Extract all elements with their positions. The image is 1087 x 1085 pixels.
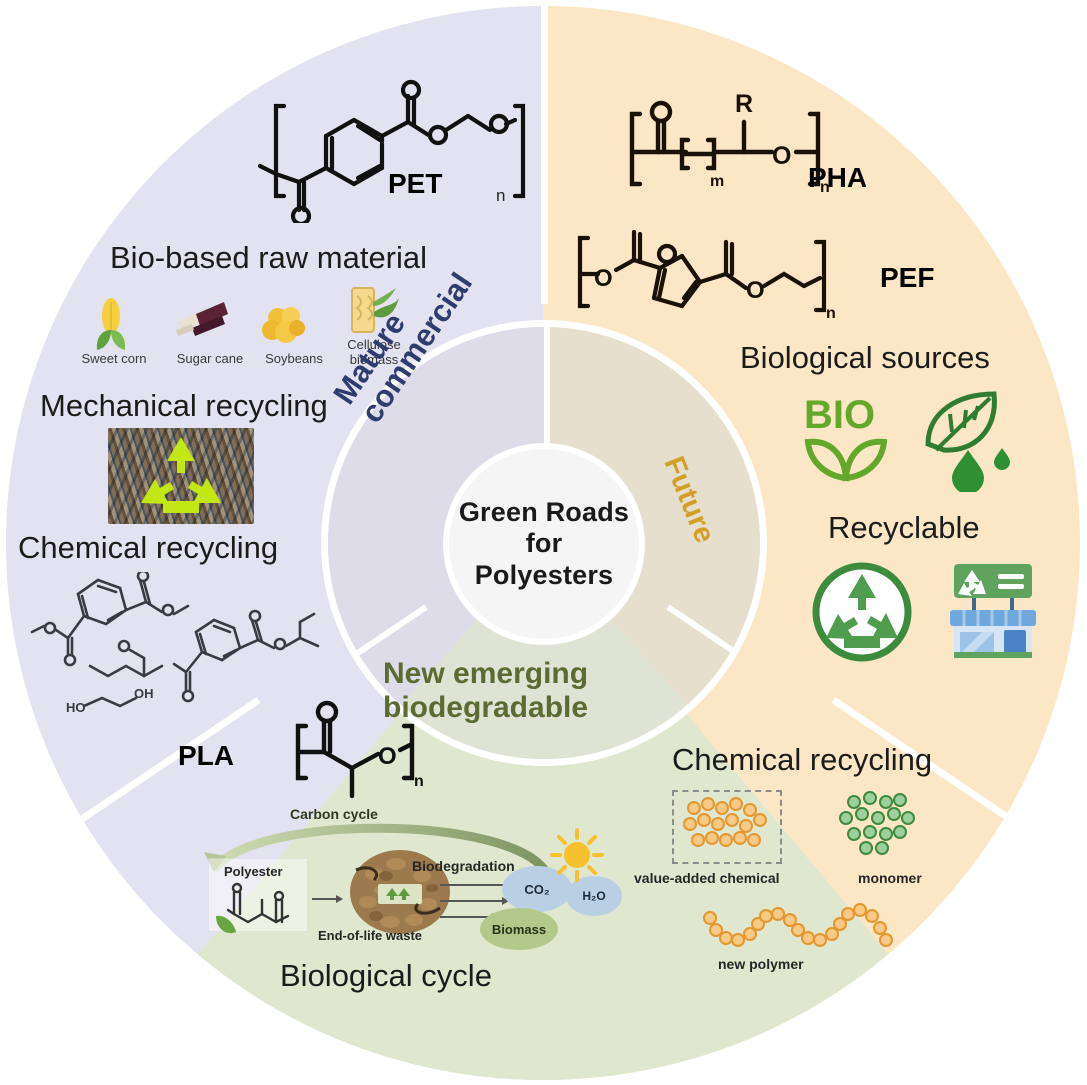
center-title: Green Roads for Polyesters bbox=[459, 497, 629, 591]
ring-label-new-line1: New emerging bbox=[383, 657, 589, 690]
product-co2: CO₂ bbox=[502, 866, 572, 912]
heading-chemical-recycling-left: Chemical recycling bbox=[18, 530, 279, 565]
label-monomer: monomer bbox=[858, 870, 922, 886]
soybean-icon bbox=[262, 307, 305, 343]
svg-text:OH: OH bbox=[134, 686, 154, 701]
svg-text:n: n bbox=[826, 305, 836, 322]
heading-recyclable: Recyclable bbox=[828, 510, 980, 545]
value-added-chemical-box bbox=[672, 790, 782, 864]
recycling-symbol-icon bbox=[141, 437, 221, 513]
svg-text:R: R bbox=[735, 90, 753, 118]
recycling-circle-icon bbox=[812, 562, 912, 662]
polyester-mini-structure-icon bbox=[216, 882, 290, 934]
svg-text:O: O bbox=[594, 265, 613, 292]
end-of-life-waste-icon bbox=[350, 850, 450, 934]
center-title-line1: Green Roads bbox=[458, 497, 630, 528]
mechanical-recycling-photo bbox=[108, 428, 254, 524]
pha-label: PHA bbox=[808, 162, 868, 193]
label-polyester: Polyester bbox=[224, 864, 283, 879]
leaf-droplet-icon bbox=[925, 391, 1010, 492]
arrow-to-waste bbox=[312, 895, 343, 903]
heading-mechanical-recycling: Mechanical recycling bbox=[40, 388, 328, 423]
inner-divider-top bbox=[544, 327, 550, 445]
pef-label: PEF bbox=[880, 262, 935, 293]
chemical-recycling-structures-icon: HO OH bbox=[30, 572, 320, 712]
label-biodegradation: Biodegradation bbox=[412, 858, 515, 874]
recycling-shop-icon bbox=[950, 564, 1036, 658]
center-title-line3: Polyesters bbox=[474, 559, 614, 590]
sun-icon bbox=[550, 828, 604, 882]
svg-text:O: O bbox=[772, 142, 791, 170]
heading-bio-based-raw-material: Bio-based raw material bbox=[110, 240, 428, 275]
svg-text:BIO: BIO bbox=[804, 393, 875, 437]
feedstock-label-sugar-cane: Sugar cane bbox=[176, 351, 244, 366]
svg-text:O: O bbox=[746, 277, 765, 304]
svg-text:HO: HO bbox=[66, 700, 86, 712]
heading-biological-cycle: Biological cycle bbox=[280, 958, 492, 993]
bio-leaf-icon: BIO bbox=[804, 393, 888, 482]
pet-subscript: n bbox=[496, 186, 506, 205]
label-end-of-life-waste: End-of-life waste bbox=[318, 928, 423, 943]
ring-label-new-emerging: New emerging biodegradable bbox=[383, 657, 588, 724]
arrow-biodeg-2 bbox=[440, 897, 509, 905]
pef-structure-icon: O O n bbox=[577, 229, 836, 322]
carbon-cycle-arc-icon bbox=[204, 823, 550, 875]
label-new-polymer: new polymer bbox=[718, 956, 804, 972]
corn-icon bbox=[96, 298, 126, 350]
ring-label-new-line2: biodegradable bbox=[383, 690, 589, 724]
sugarcane-icon bbox=[176, 302, 228, 336]
label-carbon-cycle: Carbon cycle bbox=[290, 806, 378, 822]
feedstock-label-soybeans: Soybeans bbox=[265, 351, 323, 366]
green-dots-icon bbox=[839, 791, 915, 855]
center-circle: Green Roads for Polyesters bbox=[443, 443, 645, 645]
pha-structure-icon: R O m n bbox=[629, 90, 830, 196]
sector-divider-top bbox=[541, 4, 548, 304]
orange-bead-chain-icon bbox=[703, 903, 893, 947]
product-h2o: H₂O bbox=[566, 876, 622, 916]
label-value-added-chemical: value-added chemical bbox=[634, 870, 780, 886]
svg-text:n: n bbox=[820, 179, 830, 196]
pet-structure-icon bbox=[257, 79, 526, 223]
inner-ring bbox=[321, 320, 767, 766]
svg-text:n: n bbox=[414, 773, 424, 790]
cellulose-icon bbox=[351, 287, 399, 333]
orange-dots-boxed-icon bbox=[683, 797, 767, 847]
svg-text:m: m bbox=[710, 173, 724, 190]
product-biomass: Biomass bbox=[480, 908, 558, 950]
heading-biological-sources: Biological sources bbox=[740, 340, 990, 375]
pet-label: PET bbox=[388, 168, 443, 199]
pla-label: PLA bbox=[178, 740, 234, 771]
feedstock-label-sweet-corn: Sweet corn bbox=[81, 351, 147, 366]
center-title-line2: for bbox=[525, 528, 563, 559]
